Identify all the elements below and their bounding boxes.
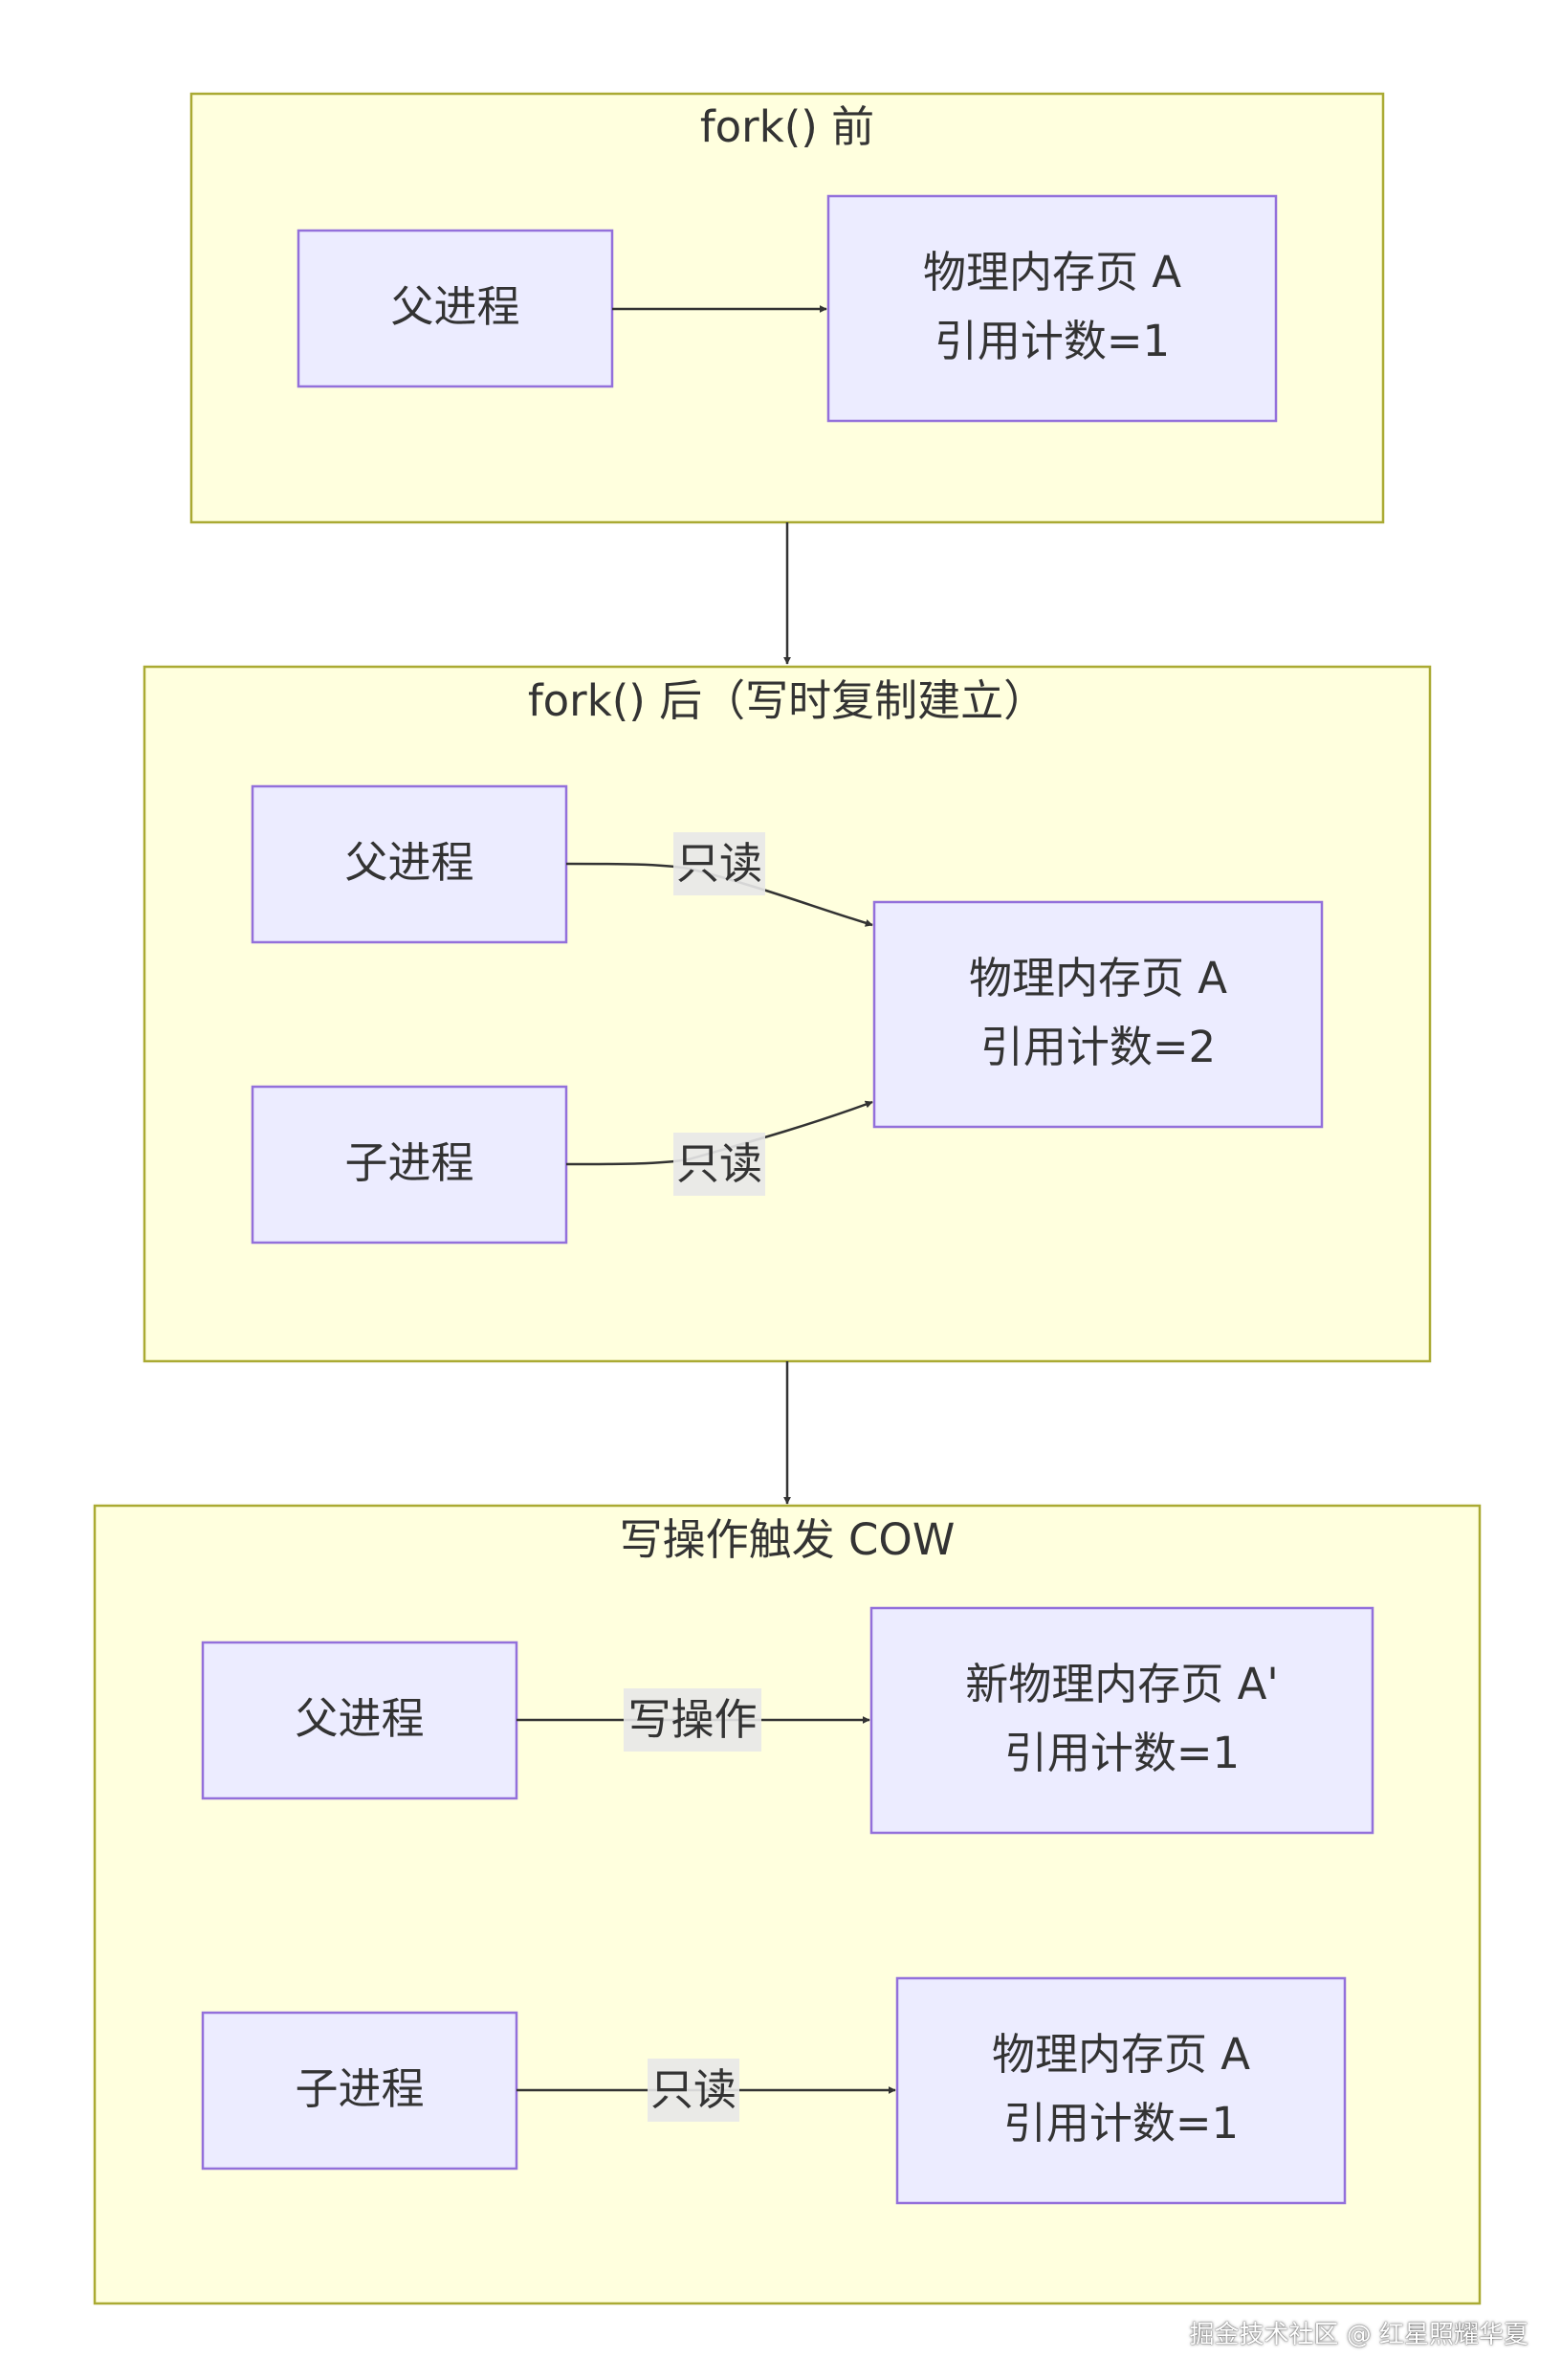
cluster-cow: 写操作触发 COW 父进程 新物理内存页 A' 引用计数=1 子进程 物理内存页… (93, 1504, 1482, 2305)
cluster-before-fork: fork() 前 父进程 物理内存页 A 引用计数=1 (189, 92, 1385, 524)
cluster-after-fork-title: fork() 后（写时复制建立） (528, 675, 1046, 726)
node-child-cow: 子进程 (201, 2011, 518, 2171)
cluster-before-fork-title: fork() 前 (700, 101, 874, 152)
node-page-before: 物理内存页 A 引用计数=1 (826, 194, 1278, 423)
cluster-after-fork: fork() 后（写时复制建立） 父进程 子进程 物理内存页 A 引用计数=2 … (143, 665, 1432, 1363)
edge-label-child-after: 只读 (673, 1133, 765, 1196)
edge-label-child-cow: 只读 (648, 2059, 739, 2122)
node-page-after: 物理内存页 A 引用计数=2 (872, 900, 1324, 1129)
node-page-after-line1: 物理内存页 A (969, 953, 1227, 1003)
node-parent-after: 父进程 (251, 784, 568, 944)
node-page-cow-line2: 引用计数=1 (1003, 2098, 1239, 2149)
node-child-after-label: 子进程 (344, 1137, 473, 1188)
node-new-page-cow-line1: 新物理内存页 A' (965, 1659, 1278, 1709)
node-page-after-line2: 引用计数=2 (980, 1022, 1216, 1072)
edge-label-child-cow-text: 只读 (650, 2064, 737, 2115)
node-parent-after-label: 父进程 (344, 837, 473, 888)
node-new-page-cow-line2: 引用计数=1 (1004, 1728, 1240, 1778)
node-page-before-line1: 物理内存页 A (923, 247, 1181, 298)
node-parent-cow-label: 父进程 (295, 1693, 424, 1744)
node-parent-before: 父进程 (297, 229, 614, 388)
edge-label-parent-cow: 写操作 (624, 1688, 761, 1752)
node-child-cow-label: 子进程 (295, 2063, 424, 2114)
watermark-text: 掘金技术社区 @ 红星照耀华夏 (1189, 2321, 1528, 2349)
node-page-before-line2: 引用计数=1 (934, 316, 1170, 366)
edge-label-parent-after: 只读 (673, 832, 765, 895)
edge-label-parent-cow-text: 写操作 (627, 1694, 757, 1745)
edge-label-parent-after-text: 只读 (676, 838, 762, 889)
node-child-after: 子进程 (251, 1085, 568, 1245)
node-parent-cow: 父进程 (201, 1641, 518, 1800)
node-new-page-cow: 新物理内存页 A' 引用计数=1 (869, 1606, 1374, 1835)
edge-label-child-after-text: 只读 (676, 1138, 762, 1189)
cluster-cow-title: 写操作触发 COW (620, 1514, 956, 1565)
node-parent-before-label: 父进程 (390, 281, 519, 332)
node-page-cow-line1: 物理内存页 A (992, 2029, 1250, 2080)
node-page-cow: 物理内存页 A 引用计数=1 (895, 1976, 1347, 2205)
